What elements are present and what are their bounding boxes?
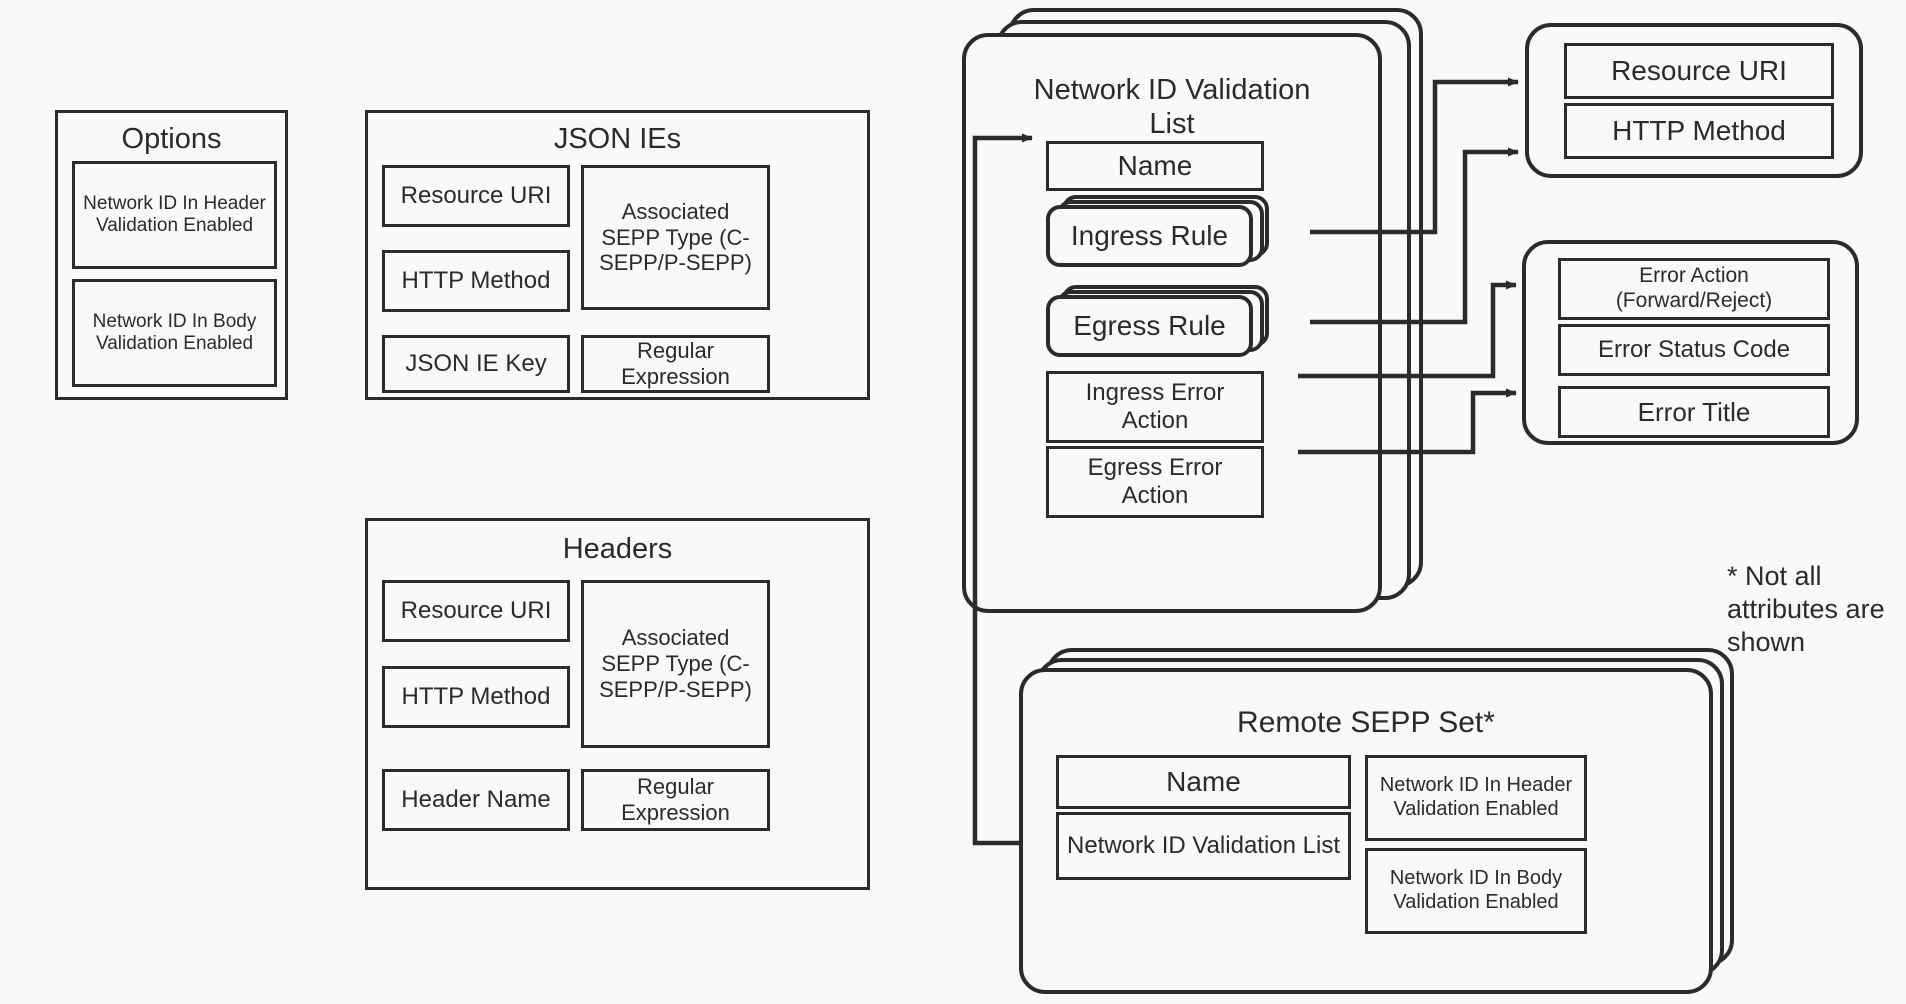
- headers-item-associated-sepp-type: Associated SEPP Type (C-SEPP/P-SEPP): [581, 580, 770, 748]
- error-detail-group: Error Action (Forward/Reject) Error Stat…: [1522, 240, 1859, 445]
- headers-item-regular-expression: Regular Expression: [581, 769, 770, 831]
- json-ies-item-regular-expression: Regular Expression: [581, 335, 770, 393]
- headers-item-header-name: Header Name: [382, 769, 570, 831]
- json-ies-group: JSON IEs Resource URI Associated SEPP Ty…: [365, 110, 870, 400]
- json-ies-item-http-method: HTTP Method: [382, 250, 570, 312]
- json-ies-item-associated-sepp-type: Associated SEPP Type (C-SEPP/P-SEPP): [581, 165, 770, 310]
- nidvl-item-name: Name: [1046, 141, 1264, 191]
- rule-detail-item-resource-uri: Resource URI: [1564, 43, 1834, 99]
- json-ies-group-title: JSON IEs: [553, 123, 682, 155]
- remote-sepp-set-item-name: Name: [1056, 755, 1351, 809]
- remote-sepp-set-item-network-id-validation-list: Network ID Validation List: [1056, 812, 1351, 880]
- error-detail-item-error-status-code: Error Status Code: [1558, 324, 1830, 376]
- headers-group: Headers Resource URI Associated SEPP Typ…: [365, 518, 870, 890]
- headers-item-http-method: HTTP Method: [382, 666, 570, 728]
- nidvl-item-egress-rule: Egress Rule: [1046, 295, 1253, 357]
- error-detail-item-error-action: Error Action (Forward/Reject): [1558, 258, 1830, 320]
- options-group: Options Network ID In Header Validation …: [55, 110, 288, 400]
- network-id-validation-list-group: Network ID Validation List Name Ingress …: [962, 33, 1382, 613]
- network-id-validation-list-title: Network ID Validation List: [1033, 74, 1311, 141]
- headers-item-resource-uri: Resource URI: [382, 580, 570, 642]
- remote-sepp-set-item-network-id-header-validation: Network ID In Header Validation Enabled: [1365, 755, 1587, 841]
- nidvl-item-ingress-error-action: Ingress Error Action: [1046, 371, 1264, 443]
- headers-group-title: Headers: [562, 533, 673, 565]
- json-ies-item-resource-uri: Resource URI: [382, 165, 570, 227]
- json-ies-item-json-ie-key: JSON IE Key: [382, 335, 570, 393]
- options-item-network-id-header-validation: Network ID In Header Validation Enabled: [72, 161, 277, 269]
- error-detail-item-error-title: Error Title: [1558, 386, 1830, 438]
- remote-sepp-set-group: Remote SEPP Set* Name Network ID Validat…: [1019, 668, 1713, 994]
- remote-sepp-set-title: Remote SEPP Set*: [1237, 706, 1495, 739]
- options-item-network-id-body-validation: Network ID In Body Validation Enabled: [72, 279, 277, 387]
- nidvl-item-egress-error-action: Egress Error Action: [1046, 446, 1264, 518]
- rule-detail-group: Resource URI HTTP Method: [1525, 23, 1863, 178]
- options-group-title: Options: [121, 123, 222, 155]
- remote-sepp-set-item-network-id-body-validation: Network ID In Body Validation Enabled: [1365, 848, 1587, 934]
- footnote-not-all-attributes: * Not all attributes are shown: [1727, 561, 1885, 657]
- nidvl-item-ingress-rule: Ingress Rule: [1046, 205, 1253, 267]
- rule-detail-item-http-method: HTTP Method: [1564, 103, 1834, 159]
